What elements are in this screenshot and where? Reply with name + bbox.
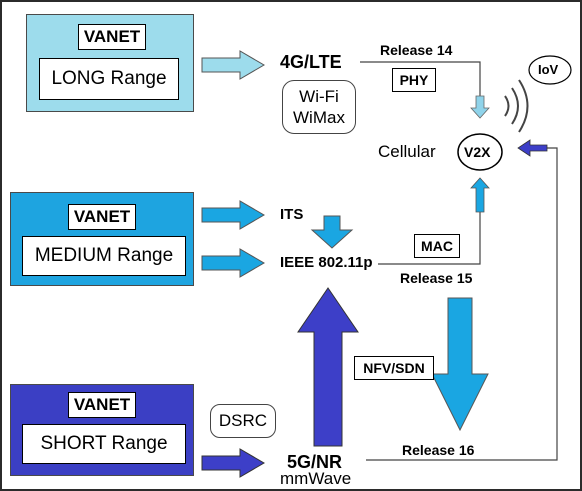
arrow-release14-into-v2x — [470, 95, 490, 119]
v2x-label: V2X — [464, 144, 491, 160]
phy-tag: PHY — [392, 68, 436, 92]
arrow-long-to-lte — [201, 50, 265, 80]
release-15-label: Release 15 — [400, 270, 473, 286]
arrow-medium-to-its — [201, 200, 265, 230]
long-vanet-label: VANET — [78, 24, 146, 50]
dsrc-label: DSRC — [218, 411, 268, 430]
mmwave-label: mmWave — [280, 469, 352, 488]
wifi-wimax-box: Wi-Fi WiMax — [282, 80, 356, 134]
lte-label: 4G/LTE — [280, 52, 342, 72]
medium-range-label: MEDIUM Range — [22, 236, 186, 276]
release-16-label: Release 16 — [402, 442, 475, 458]
dsrc-box: DSRC — [210, 404, 276, 438]
cellular-label: Cellular — [378, 142, 436, 161]
medium-vanet-label: VANET — [68, 204, 136, 230]
wifi-label: Wi-Fi — [299, 87, 339, 106]
its-label: ITS — [280, 206, 304, 223]
ieee-label: IEEE 802.11p — [280, 254, 373, 271]
short-range-label: SHORT Range — [22, 424, 186, 464]
iov-node — [528, 55, 572, 85]
arrow-nr-up-to-ieee — [297, 287, 359, 447]
arrow-its-down — [310, 215, 354, 249]
arrow-short-to-nr — [201, 448, 265, 478]
arrow-release15-into-v2x — [470, 177, 490, 213]
nfv-sdn-tag: NFV/SDN — [354, 356, 434, 380]
long-range-label: LONG Range — [39, 58, 179, 100]
arrow-release15-down — [431, 297, 489, 432]
wireless-signal-icon — [504, 79, 529, 133]
line-ieee-to-v2x — [378, 202, 481, 265]
release-14-label: Release 14 — [380, 42, 453, 58]
short-vanet-label: VANET — [68, 392, 136, 418]
iov-label: IoV — [538, 62, 559, 77]
arrow-medium-to-ieee — [201, 248, 265, 278]
nr-label: 5G/NR — [287, 452, 343, 472]
v2x-node — [457, 133, 503, 171]
mac-tag: MAC — [414, 234, 460, 258]
wimax-label: WiMax — [293, 108, 345, 127]
arrow-release16-into-v2x — [517, 139, 548, 157]
